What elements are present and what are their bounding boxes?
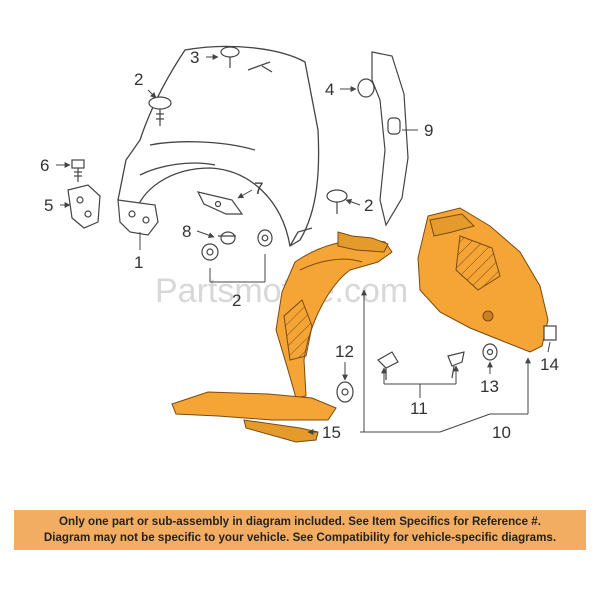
callout-12: 12 <box>335 342 354 361</box>
callout-5: 5 <box>44 196 53 215</box>
bolt-part-2-lower-a <box>201 243 219 261</box>
callout-13: 13 <box>480 377 499 396</box>
callout-14: 14 <box>540 355 559 374</box>
bolt-part-6 <box>71 159 85 182</box>
callout-1: 1 <box>134 253 143 272</box>
disclaimer-line-2: Diagram may not be specific to your vehi… <box>43 531 557 544</box>
disclaimer-line-1: Only one part or sub-assembly in diagram… <box>59 515 541 528</box>
front-fender-liner <box>171 231 393 443</box>
seal-part-9 <box>371 51 409 227</box>
screw-part-13 <box>482 343 498 361</box>
bolt-part-3 <box>220 46 240 68</box>
callout-9: 9 <box>424 121 433 140</box>
callout-7: 7 <box>254 179 263 198</box>
bracket-part-5 <box>67 184 101 229</box>
leader-lines <box>56 54 551 435</box>
bolt-part-2-lower-b <box>257 229 273 247</box>
grommet-part-4 <box>357 78 375 98</box>
push-pin-part-11-a <box>377 351 399 380</box>
rear-fender-liner <box>417 207 549 353</box>
fender-bracket <box>117 199 159 236</box>
callout-4: 4 <box>325 80 334 99</box>
disclaimer-banner: Only one part or sub-assembly in diagram… <box>14 510 586 550</box>
callout-10: 10 <box>492 423 511 442</box>
callout-2-right: 2 <box>364 196 373 215</box>
callout-2-upper: 2 <box>134 70 143 89</box>
callout-8: 8 <box>182 222 191 241</box>
clip-part-7 <box>196 191 244 215</box>
callout-2-lower: 2 <box>232 291 241 310</box>
callout-6: 6 <box>40 156 49 175</box>
fastener-part-8 <box>218 231 236 245</box>
bolt-part-2-right <box>326 189 348 214</box>
nut-part-14 <box>543 325 557 341</box>
screw-part-12 <box>336 381 354 403</box>
callout-11: 11 <box>410 399 428 418</box>
bolt-part-2-upper <box>148 96 172 126</box>
fender-line-art <box>117 45 320 248</box>
callout-15: 15 <box>322 423 341 442</box>
callout-3: 3 <box>190 48 199 67</box>
